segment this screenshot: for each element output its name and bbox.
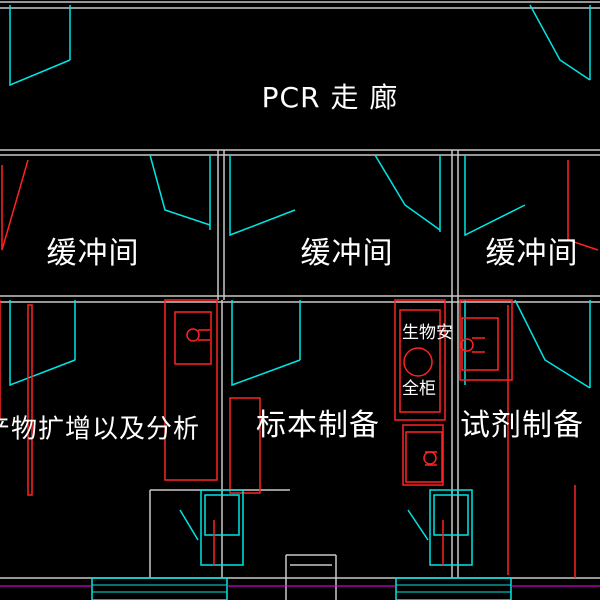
buffer-room-2-label: 缓冲间 bbox=[300, 236, 394, 271]
corridor-label: PCR 走 廊 bbox=[261, 81, 399, 114]
equipment-outlines bbox=[0, 159, 599, 578]
specimen-room-label: 标本制备 bbox=[256, 408, 380, 443]
door-swing-icon bbox=[9, 4, 591, 389]
sink-icon bbox=[174, 311, 499, 483]
biosafety-cabinet-label-2: 全柜 bbox=[402, 379, 436, 399]
buffer-room-3-label: 缓冲间 bbox=[485, 236, 579, 271]
bottom-strip bbox=[0, 577, 600, 600]
buffer-room-1-label: 缓冲间 bbox=[46, 236, 140, 271]
cabinet-icon bbox=[179, 489, 473, 566]
amplification-room-label: 产物扩增以及分析 bbox=[0, 414, 201, 445]
reagent-room-label: 试剂制备 bbox=[460, 408, 584, 443]
biosafety-cabinet-label-1: 生物安 bbox=[402, 323, 453, 343]
